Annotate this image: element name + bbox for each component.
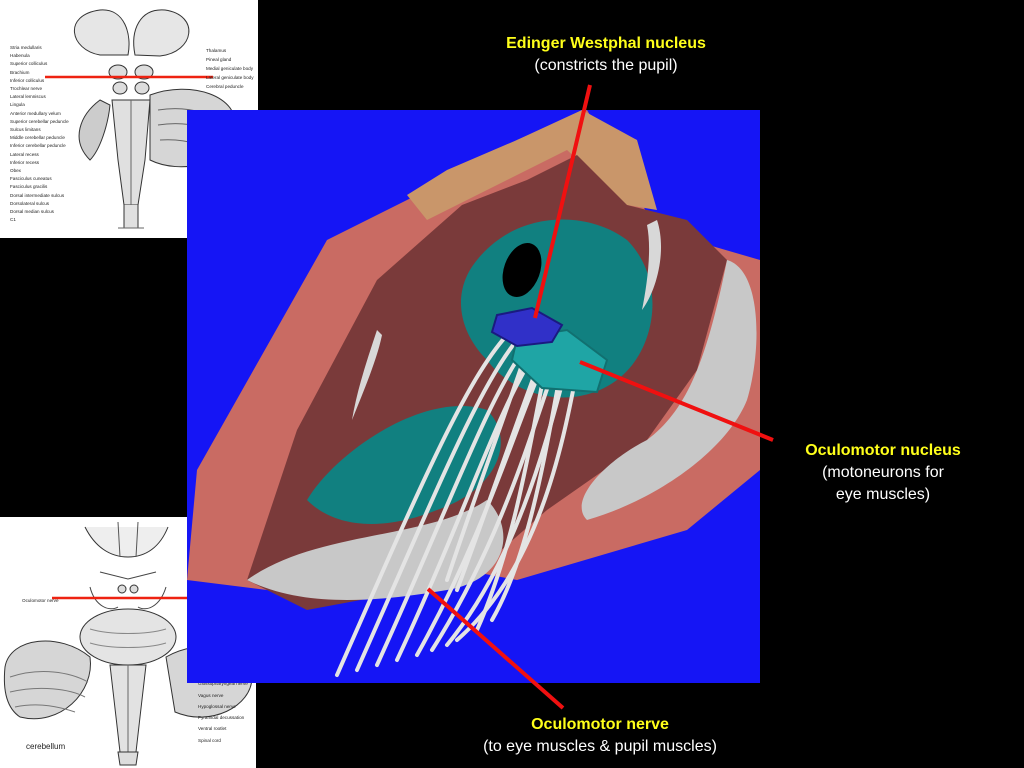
diagram-label: Middle cerebellar peduncle	[10, 135, 65, 141]
midbrain-section-drawing	[187, 110, 760, 677]
cerebral-aqueduct	[502, 242, 542, 298]
diagram-label: Oculomotor nerve	[22, 598, 59, 603]
oculomotor-nerve-callout: Oculomotor nerve (to eye muscles & pupil…	[448, 714, 752, 758]
diagram-label: Habenula	[10, 53, 30, 59]
diagram-label: Sulcus limitans	[10, 127, 41, 132]
oculomotor-nucleus-shape	[510, 328, 609, 394]
diagram-label: Dorsolateral sulcus	[10, 200, 50, 206]
diagram-label: Brachium	[10, 69, 30, 75]
diagram-label: Medial geniculate body	[206, 66, 253, 71]
oculomotor-nucleus-callout: Oculomotor nucleus (motoneurons for eye …	[780, 440, 986, 506]
diagram-label: Fasciculus gracilis	[10, 184, 48, 190]
edinger-westphal-callout: Edinger Westphal nucleus (constricts the…	[470, 33, 742, 77]
diagram-label: Hypoglossal nerve	[198, 703, 236, 709]
ew-description: (constricts the pupil)	[534, 57, 678, 74]
diagram-label: Ventral rootlet	[198, 726, 227, 732]
diagram-label: Superior colliculus	[10, 61, 48, 67]
diagram-label: Pyramidal decussation	[198, 715, 245, 721]
section-top-edge	[407, 110, 657, 220]
diagram-label: Lateral recess	[10, 151, 39, 157]
diagram-label: Obex	[10, 168, 21, 173]
diagram-label: Superior cerebellar peduncle	[10, 118, 69, 124]
diagram-label: Dorsal intermediate sulcus	[10, 192, 65, 198]
diagram-label: Trochlear nerve	[10, 86, 42, 91]
diagram-label: C1	[10, 217, 16, 223]
om-nucleus-title: Oculomotor nucleus	[805, 442, 961, 459]
edinger-westphal-shape	[490, 306, 564, 348]
diagram-label: Vagus nerve	[198, 692, 224, 698]
om-nucleus-pointer	[579, 360, 774, 442]
cerebellum-label: cerebellum	[26, 742, 66, 751]
diagram-label: Lingula	[10, 102, 25, 108]
om-nerve-description: (to eye muscles & pupil muscles)	[483, 738, 717, 755]
diagram-label: Dorsal median sulcus	[10, 209, 54, 214]
om-nucleus-line2: eye muscles)	[835, 486, 931, 503]
white-sliver-left	[352, 330, 382, 420]
ew-pointer	[533, 84, 592, 319]
diagram-label: Anterior medullary velum	[10, 110, 61, 116]
om-nerve-pointer	[426, 587, 565, 710]
diagram-label: Thalamus	[206, 48, 227, 53]
om-nucleus-line1: (motoneurons for	[822, 464, 944, 481]
diagram-label: Stria medullaris	[10, 45, 42, 50]
diagram-label: Fasciculus cuneatus	[10, 176, 52, 182]
oculomotor-fibers	[335, 333, 579, 677]
diagram-label: Cerebral peduncle	[206, 84, 244, 89]
diagram-label: Pineal gland	[206, 57, 232, 62]
diagram-label: Lateral lemniscus	[10, 94, 46, 100]
lateral-white-band	[581, 260, 757, 520]
diagram-label: Spinal cord	[198, 737, 221, 743]
diagram-label: Glossopharyngeal nerve	[198, 681, 248, 687]
om-nerve-title: Oculomotor nerve	[531, 716, 669, 733]
diagram-label: Inferior cerebellar peduncle	[10, 143, 66, 149]
ew-title: Edinger Westphal nucleus	[506, 35, 706, 52]
diagram-label: Inferior colliculus	[10, 77, 45, 83]
white-sliver-right	[642, 220, 662, 310]
diagram-label: Lateral geniculate body	[206, 75, 254, 80]
diagram-label: Inferior recess	[10, 159, 40, 165]
